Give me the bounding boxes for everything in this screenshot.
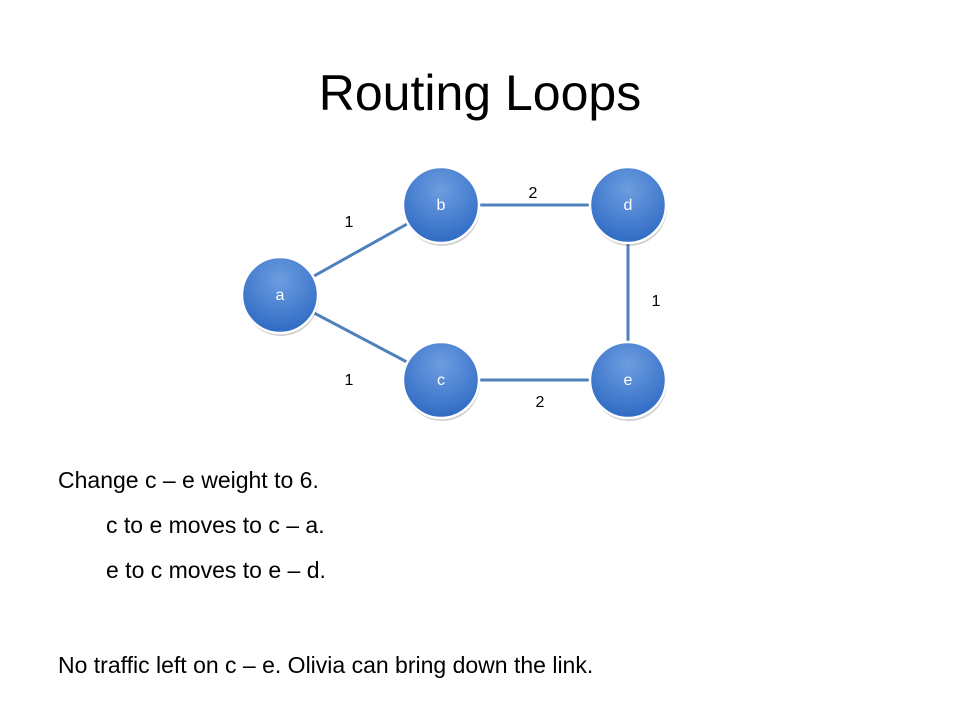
- body-line-change-weight: Change c – e weight to 6.: [58, 467, 319, 493]
- node-a-label: a: [276, 287, 285, 304]
- node-e: e: [588, 340, 668, 421]
- node-d-label: d: [624, 197, 633, 214]
- node-b: b: [401, 165, 481, 246]
- node-a-circle: [240, 255, 320, 335]
- edge-weight-c-e: 2: [536, 394, 545, 411]
- body-line-e-to-c: e to c moves to e – d.: [106, 557, 326, 583]
- slide-title: Routing Loops: [318, 65, 642, 121]
- node-b-circle: [401, 165, 481, 245]
- edge-weight-b-d: 2: [529, 185, 538, 202]
- node-b-label: b: [437, 197, 446, 214]
- node-c: c: [401, 340, 481, 421]
- node-d: d: [588, 165, 668, 246]
- node-c-circle: [401, 340, 481, 420]
- node-c-label: c: [437, 372, 445, 389]
- edge-weight-a-b: 1: [345, 214, 354, 231]
- node-e-circle: [588, 340, 668, 420]
- body-line-no-traffic: No traffic left on c – e. Olivia can bri…: [58, 652, 594, 678]
- node-d-circle: [588, 165, 668, 245]
- body-line-c-to-e: c to e moves to c – a.: [106, 512, 325, 538]
- edge-weight-a-c: 1: [345, 372, 354, 389]
- edge-weight-d-e: 1: [652, 293, 661, 310]
- node-a: a: [240, 255, 320, 336]
- node-e-label: e: [624, 372, 633, 389]
